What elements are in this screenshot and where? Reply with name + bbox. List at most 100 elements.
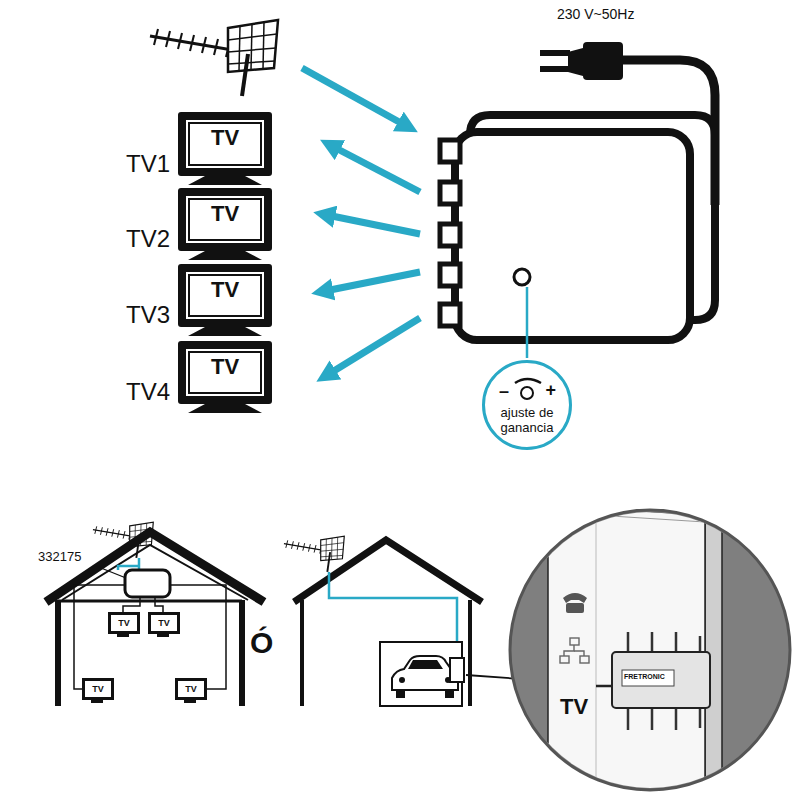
mini-tv: TV <box>148 612 180 634</box>
illustration-part <box>125 570 170 597</box>
mini-tv: TV <box>108 612 140 634</box>
illustration-part <box>408 660 443 669</box>
amplifier-box <box>440 115 715 340</box>
knob <box>521 387 533 399</box>
illustration-part <box>440 182 460 204</box>
illustration-part <box>548 512 705 522</box>
illustration-part <box>157 634 169 637</box>
illustration-part <box>440 140 460 162</box>
illustration-part <box>574 651 584 656</box>
gain-callout: – + ajuste de ganancia <box>482 360 572 450</box>
illustration-part <box>46 532 264 602</box>
illustration-part <box>188 404 262 413</box>
illustration-part <box>455 132 690 340</box>
screen-text: TV <box>211 196 239 227</box>
part-number: 332175 <box>38 549 81 564</box>
power-plug <box>540 42 715 205</box>
illustration-part <box>440 264 460 286</box>
screen-text: TV <box>151 615 177 631</box>
tv-number: TV4 <box>126 378 170 406</box>
illustration-part <box>583 42 623 80</box>
illustration-part <box>651 706 654 730</box>
screen-text: TV <box>211 120 239 151</box>
illustration-part <box>540 66 570 72</box>
yagi-antenna <box>150 20 278 96</box>
illustration-part <box>138 558 141 570</box>
illustration-part <box>612 652 710 708</box>
illustration-part <box>188 327 262 336</box>
illustration-part <box>675 706 678 730</box>
illustration-part <box>62 545 248 600</box>
illustration-part <box>396 690 405 698</box>
illustration-part <box>55 600 61 706</box>
illustration-part <box>294 540 482 602</box>
illustration-part <box>117 634 129 637</box>
plus-sign: + <box>545 380 556 401</box>
tv-monitor: TV4TV <box>178 341 272 404</box>
socket-label: TV <box>560 694 588 720</box>
illustration-part <box>596 685 612 688</box>
or-word: Ó <box>250 626 273 660</box>
illustration-part <box>74 585 226 689</box>
illustration-part <box>548 505 722 800</box>
magnified-cabinet <box>510 505 790 800</box>
tv-number: TV3 <box>126 301 170 329</box>
illustration-part <box>450 658 464 682</box>
illustration-part <box>560 656 569 663</box>
power-rating: 230 V~50Hz <box>557 6 634 22</box>
illustration-part <box>123 597 140 612</box>
illustration-part <box>560 638 589 663</box>
mini-tv: TV <box>175 678 207 700</box>
illustration-part <box>302 68 410 128</box>
illustration-part <box>570 638 579 645</box>
knob-arc <box>515 379 541 383</box>
illustration-part <box>188 251 262 260</box>
leader-line <box>526 287 529 358</box>
gain-caption: ajuste de ganancia <box>490 405 564 435</box>
illustration-part <box>440 224 460 246</box>
illustration-part <box>300 600 304 706</box>
illustration-part <box>284 536 344 572</box>
illustration-part <box>468 600 472 706</box>
tv-monitor: TV3TV <box>178 264 272 327</box>
tv-monitor: TV2TV <box>178 188 272 251</box>
illustration-part <box>514 269 530 285</box>
illustration-part <box>580 656 589 663</box>
mini-tv: TV <box>82 678 114 700</box>
minus-sign: – <box>499 381 509 402</box>
illustration-part <box>445 690 454 698</box>
illustration-part <box>564 645 574 656</box>
illustration-part <box>622 670 674 686</box>
illustration-part <box>563 593 587 603</box>
tv-monitor: TV1TV <box>178 112 272 176</box>
illustration-part <box>239 600 245 706</box>
screen-text: TV <box>85 681 111 697</box>
tv-number: TV1 <box>126 150 170 178</box>
illustration-part <box>320 272 420 292</box>
illustration-part <box>322 214 420 234</box>
illustration-part <box>96 566 126 578</box>
illustration-part <box>440 304 460 326</box>
brand-name: FRETRONIC <box>624 673 665 680</box>
illustration-part <box>627 706 630 730</box>
illustration-part <box>392 656 458 690</box>
illustration-part <box>91 700 103 703</box>
illustration-part <box>440 140 460 326</box>
illustration-part <box>399 677 405 683</box>
illustration-part <box>324 318 420 377</box>
screen-text: TV <box>211 349 239 380</box>
illustration-part <box>596 520 597 800</box>
illustration-part <box>58 600 242 603</box>
illustration-part <box>328 144 420 192</box>
screen-text: TV <box>111 615 137 631</box>
illustration-part <box>622 60 715 205</box>
illustration-part <box>170 585 226 689</box>
illustration-part <box>155 597 163 612</box>
illustration-part <box>568 48 583 76</box>
screen-text: TV <box>211 272 239 303</box>
signal-arrows <box>302 68 420 377</box>
tv-number: TV2 <box>126 225 170 253</box>
screen-text: TV <box>178 681 204 697</box>
